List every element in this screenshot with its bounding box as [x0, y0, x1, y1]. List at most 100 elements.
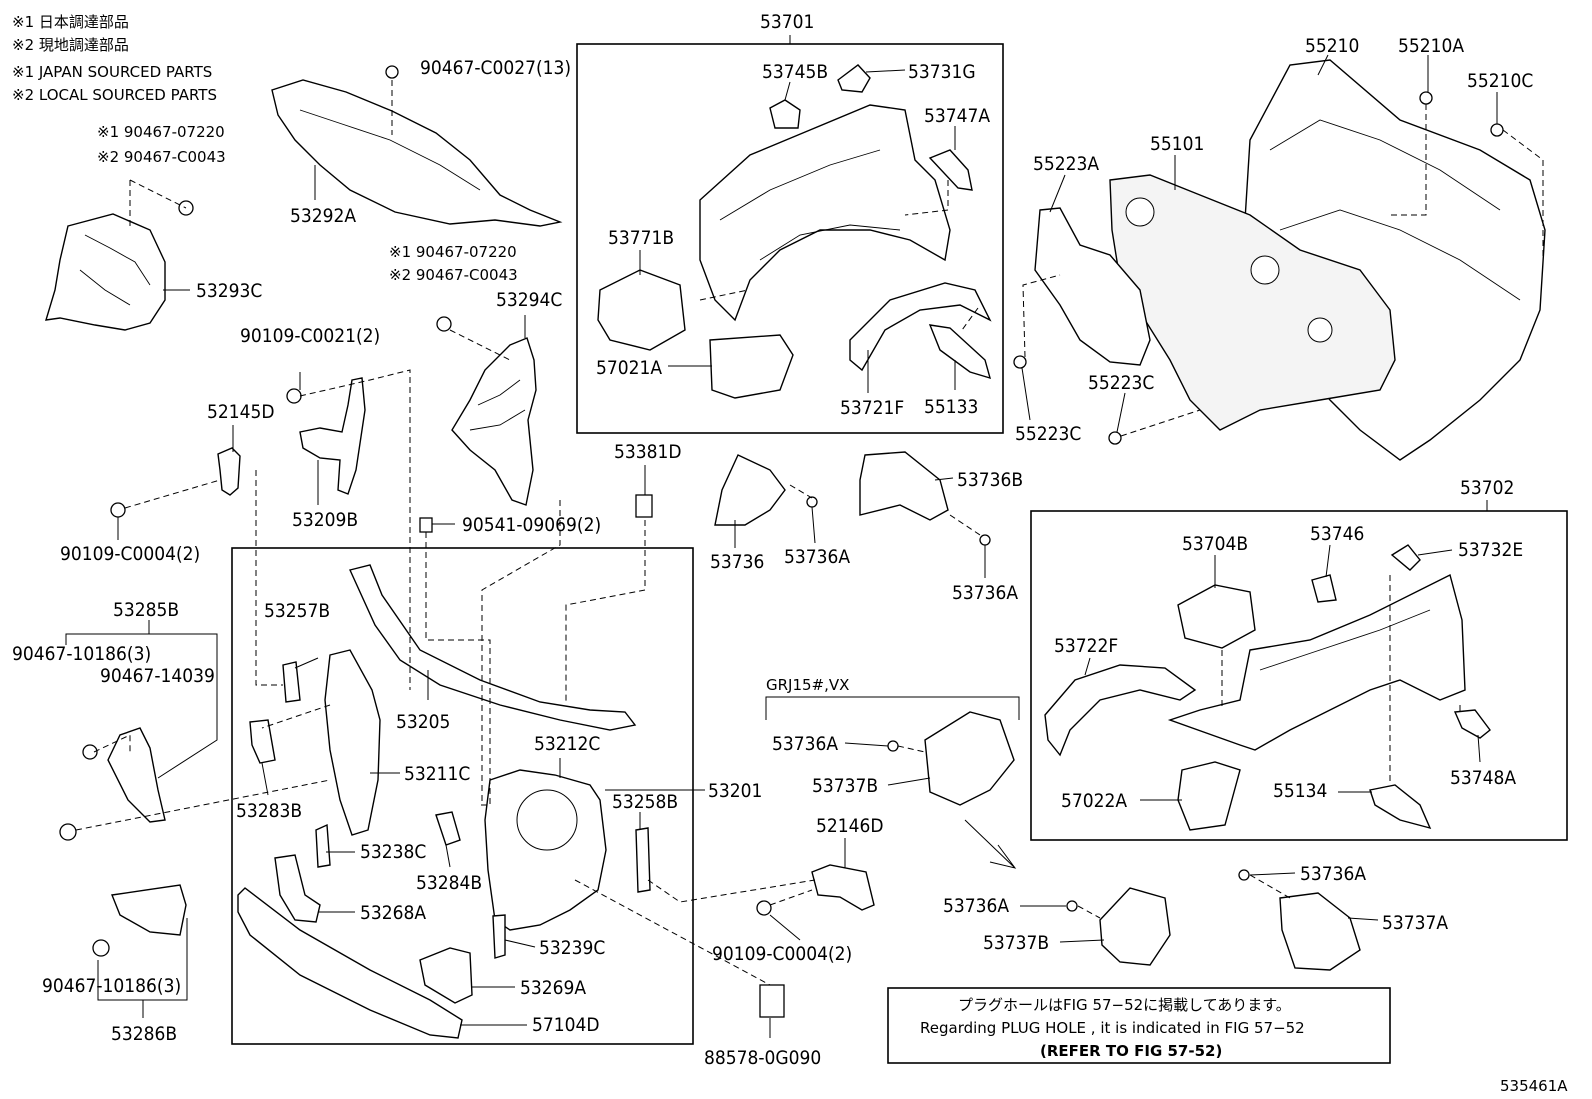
- part-53701-ribs: [719, 149, 901, 261]
- grj-bracket: [765, 696, 1020, 720]
- label-53293c: 53293C: [196, 280, 262, 302]
- note-box: [887, 987, 1391, 1064]
- label-53732e: 53732E: [1458, 539, 1523, 561]
- group-box-53201: [231, 547, 694, 1045]
- label-90467-14039: 90467-14039: [100, 665, 215, 687]
- label-53736b: 53736B: [957, 469, 1023, 491]
- part-53205-upper-support: [349, 564, 637, 731]
- dash-55210c: [1502, 129, 1544, 260]
- label-90467-07220-a: ※1 90467-07220: [97, 123, 225, 141]
- part-52145d-clip: [217, 447, 241, 496]
- dash-53736a-e: [1249, 874, 1291, 899]
- leader-53731g: [865, 69, 906, 73]
- leader-53722f: [1084, 657, 1091, 676]
- leader-53737a: [1347, 917, 1379, 921]
- label-grj: GRJ15#,VX: [766, 676, 849, 694]
- label-57104d: 57104D: [532, 1014, 600, 1036]
- label-53257b: 53257B: [264, 600, 330, 622]
- label-53285b: 53285B: [113, 599, 179, 621]
- label-53212c: 53212C: [534, 733, 600, 755]
- dash-53736a-d: [1077, 905, 1101, 919]
- part-53737a-insulator: [1279, 892, 1361, 971]
- label-53745b: 53745B: [762, 61, 828, 83]
- part-55210-ribs: [1269, 119, 1521, 301]
- dash-53736a-b: [949, 514, 984, 538]
- part-53268a-bracket: [274, 854, 321, 923]
- label-53701: 53701: [760, 11, 814, 33]
- leader-53732e: [1417, 549, 1453, 556]
- leader-53736a-e: [1249, 872, 1296, 876]
- label-53737b-b: 53737B: [983, 932, 1049, 954]
- label-90467-c0043-a: ※2 90467-C0043: [97, 148, 226, 166]
- label-53283b: 53283B: [236, 800, 302, 822]
- label-53704b: 53704B: [1182, 533, 1248, 555]
- label-90467-10186-b: 90467-10186(3): [42, 975, 181, 997]
- part-53745b-clip: [769, 99, 801, 129]
- part-53292a-rib: [299, 109, 481, 191]
- label-53702: 53702: [1460, 477, 1514, 499]
- label-53209b: 53209B: [292, 509, 358, 531]
- dash-90467-c0043-b: [449, 329, 511, 361]
- part-53732e-clip: [1390, 544, 1421, 571]
- part-53736a-clip-a: [806, 496, 818, 508]
- arrow: [964, 819, 1017, 869]
- bracket-53285b: [65, 633, 218, 779]
- part-57104d-reinforcement: [237, 887, 463, 1039]
- label-53205: 53205: [396, 711, 450, 733]
- label-90109-c0021: 90109-C0021(2): [240, 325, 380, 347]
- part-53211c-side: [324, 649, 381, 836]
- label-53201: 53201: [708, 780, 762, 802]
- part-55133-bracket: [928, 324, 992, 380]
- label-53736a-c: 53736A: [772, 733, 838, 755]
- label-88578: 88578-0G090: [704, 1047, 821, 1069]
- part-53736a-clip-d: [1066, 900, 1078, 912]
- part-55210c-clip: [1490, 123, 1504, 137]
- part-57022a-cover: [1177, 761, 1241, 831]
- leader-53736a-a: [811, 506, 816, 544]
- part-53736a-clip-e: [1238, 869, 1250, 881]
- part-53293c-ribs: [79, 234, 151, 306]
- label-53736a-e: 53736A: [1300, 863, 1366, 885]
- part-90467-14039-clip: [82, 744, 98, 760]
- part-53702-ribs: [1259, 609, 1431, 671]
- dash-90109-c0021: [299, 369, 411, 690]
- part-53746-clip: [1311, 574, 1337, 603]
- note-box-refer: (REFER TO FIG 57-52): [1040, 1042, 1222, 1060]
- part-55134-bracket: [1369, 784, 1432, 830]
- dash-55223c-a: [1022, 274, 1061, 358]
- part-90467-c0027-clip: [385, 65, 399, 79]
- part-53293c-panel: [45, 213, 166, 331]
- part-53283b-bracket: [249, 719, 276, 764]
- dash-90467-c0043-a: [129, 179, 187, 230]
- leader-55223c-b: [1116, 392, 1126, 433]
- dash-clips: [75, 734, 331, 831]
- part-53284b-bracket: [435, 811, 461, 846]
- label-53284b: 53284B: [416, 872, 482, 894]
- part-90541-09069-nut: [419, 517, 433, 533]
- part-55101-hole-1: [1125, 197, 1155, 227]
- dash-53747a: [904, 180, 949, 216]
- part-53736b-insulator: [859, 451, 949, 521]
- part-53702-apron: [1167, 573, 1466, 751]
- label-90109-c0004-b: 90109-C0004(2): [712, 943, 852, 965]
- label-53736a-b: 53736A: [952, 582, 1018, 604]
- part-53294c-ribs: [469, 379, 526, 431]
- part-53257b-bracket: [282, 661, 301, 703]
- label-55133: 55133: [924, 396, 978, 418]
- part-55101-hole-2: [1250, 255, 1280, 285]
- part-53771b-box: [597, 269, 686, 351]
- label-53239c: 53239C: [539, 937, 605, 959]
- part-53721f-arch: [849, 282, 992, 372]
- label-53286b: 53286B: [111, 1023, 177, 1045]
- part-53285b-seal: [107, 727, 166, 823]
- label-53258b: 53258B: [612, 791, 678, 813]
- note-japan-en: ※1 JAPAN SOURCED PARTS: [12, 63, 212, 81]
- part-55223c-nut-a: [1013, 355, 1027, 369]
- dash-52146d: [647, 879, 816, 903]
- leader-53284b: [445, 844, 451, 868]
- label-53746: 53746: [1310, 523, 1364, 545]
- part-53737b-insulator-a: [924, 711, 1015, 806]
- part-90467-10186-clip-b: [92, 939, 110, 957]
- part-90467-10186-clip-a: [59, 823, 77, 841]
